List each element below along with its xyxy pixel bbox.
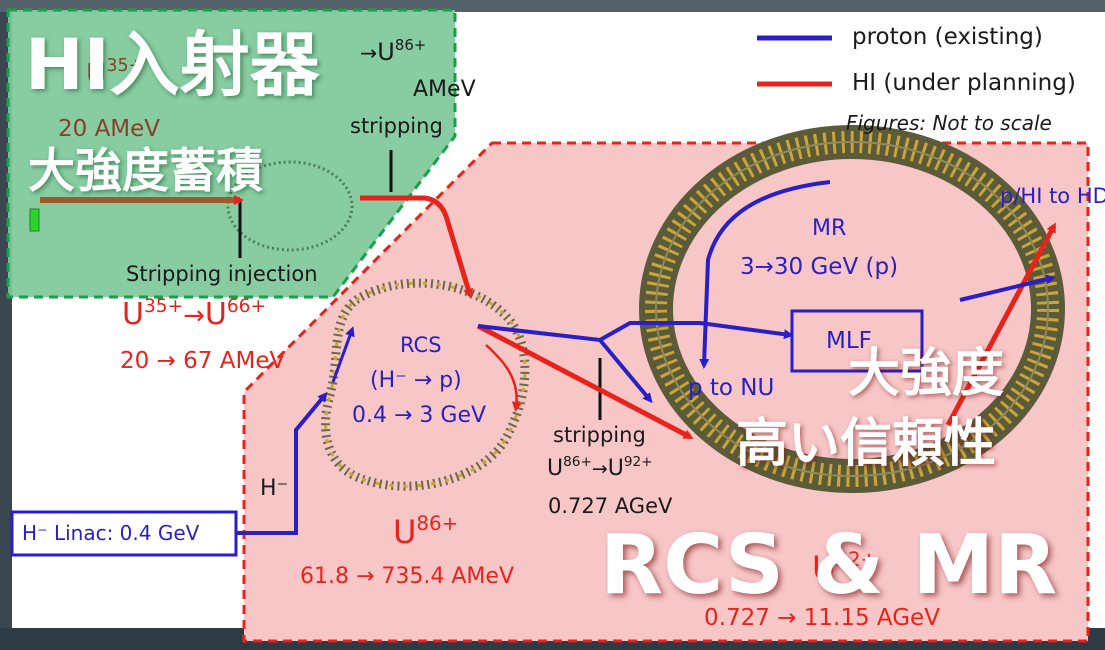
rcs-ion-label: U86+ — [393, 512, 459, 551]
injector-energy-label: 20 AMeV — [58, 116, 161, 142]
proton-beam-to-hd — [959, 274, 1056, 302]
rcs-ring-magnets — [324, 281, 527, 488]
stripping-injection-label: Stripping injection — [126, 262, 318, 286]
mlf-label: MLF — [826, 328, 872, 354]
mid-stripping-label: stripping — [553, 423, 646, 447]
proton-beam-to-mlf — [477, 321, 794, 343]
hi-beam-to-rcs — [360, 195, 474, 299]
proton-beam-linac-to-rcs — [236, 391, 328, 535]
rcs-energy-label: 0.4 → 3 GeV — [352, 403, 487, 428]
rcs-mr-title: RCS & MR — [600, 518, 1058, 613]
injector-strip-energy: AMeV — [413, 77, 476, 102]
legend-proton-label: proton (existing) — [852, 24, 1043, 50]
rcs-ion-energy-label: 61.8 → 735.4 AMeV — [300, 564, 514, 589]
injector-ion-label: U35+ — [86, 56, 144, 90]
transfer-energy-label: 20 → 67 AMeV — [120, 348, 286, 374]
injector-stripping-label: stripping — [350, 114, 443, 138]
hi-injector-region — [6, 8, 457, 299]
mr-energy-label: 3→30 GeV (p) — [740, 254, 899, 280]
mr-ion-label: U92+ — [812, 548, 878, 587]
hd-label: p/HI to HD — [1000, 184, 1105, 208]
proton-beam-to-nu — [699, 180, 831, 369]
ion-source-box — [29, 208, 40, 232]
mid-strip-ions-label: U86+→U92+ — [547, 454, 653, 481]
rcs-mr-japanese-line2: 高い信頼性 — [736, 414, 997, 474]
linac-box — [10, 510, 238, 557]
h-minus-label: H⁻ — [260, 476, 289, 501]
mr-ring-centerline — [655, 141, 1049, 477]
linac-label: H⁻ Linac: 0.4 GeV — [22, 521, 200, 545]
mr-ion-energy-label: 0.727 → 11.15 AGeV — [704, 605, 940, 631]
hi-beam-to-mr — [476, 323, 694, 440]
nu-label: p to NU — [688, 375, 775, 401]
rcs-direction-arrow — [485, 344, 522, 412]
mr-name-label: MR — [812, 216, 847, 241]
u35-to-u66-label: U35+→U66+ — [122, 296, 267, 332]
rcs-particle-label: (H⁻ → p) — [370, 368, 462, 393]
proton-beam-to-mr-injection — [598, 338, 653, 404]
hi-beam-to-hd — [945, 222, 1057, 427]
mid-strip-energy-label: 0.727 AGeV — [548, 494, 673, 518]
injector-strip-label: →U86+ — [360, 36, 427, 66]
legend-hi-label: HI (under planning) — [852, 70, 1076, 96]
rcs-mr-japanese-line1: 大強度 — [848, 344, 1005, 404]
proton-beam-rcs-inner — [331, 326, 355, 383]
figure-note: Figures: Not to scale — [846, 111, 1052, 135]
hi-injector-title: HI入射器 — [25, 24, 320, 106]
mlf-box — [790, 309, 924, 373]
top-edge-backdrop — [0, 0, 1105, 12]
rcs-name-label: RCS — [400, 333, 442, 357]
hi-accumulator-ring — [226, 160, 354, 252]
hi-injector-subtitle: 大強度蓄積 — [28, 144, 263, 199]
